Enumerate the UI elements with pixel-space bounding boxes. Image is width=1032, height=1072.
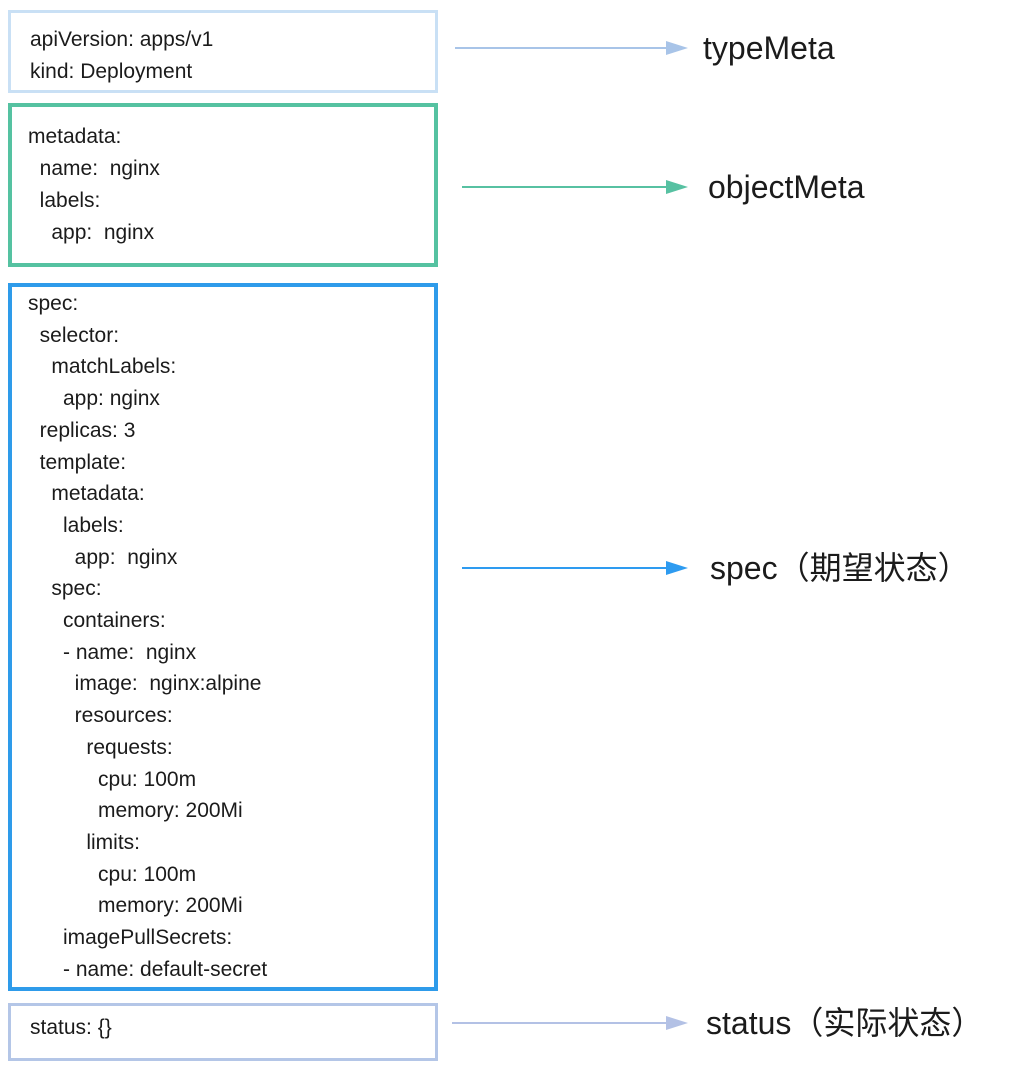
arrow-head-icon — [666, 41, 688, 55]
status-box: status: {} — [8, 1003, 438, 1061]
yaml-line: labels: — [28, 189, 101, 212]
yaml-line: requests: — [28, 735, 173, 759]
yaml-line: memory: 200Mi — [28, 894, 243, 918]
yaml-line: apiVersion: apps/v1 — [30, 28, 214, 51]
spec-arrow-icon — [462, 561, 688, 575]
yaml-line: selector: — [28, 323, 120, 347]
spec-box: spec: selector: matchLabels: app: nginx … — [8, 283, 438, 991]
arrow-head-icon — [666, 1016, 688, 1030]
yaml-line: - name: default-secret — [28, 957, 268, 981]
yaml-line: image: nginx:alpine — [28, 672, 262, 696]
spec-label: spec（期望状态） — [710, 550, 970, 586]
yaml-line: app: nginx — [28, 545, 178, 569]
typemeta-label: typeMeta — [703, 30, 835, 66]
arrow-line — [462, 567, 668, 569]
yaml-line: resources: — [28, 704, 173, 728]
status-arrow-icon — [452, 1016, 688, 1030]
yaml-line: status: {} — [30, 1016, 112, 1039]
yaml-line: kind: Deployment — [30, 60, 193, 83]
yaml-line: app: nginx — [28, 221, 155, 244]
arrow-line — [452, 1022, 668, 1024]
yaml-line: cpu: 100m — [28, 767, 197, 791]
yaml-line: metadata: — [28, 125, 122, 148]
yaml-line: app: nginx — [28, 387, 160, 411]
typemeta-arrow-icon — [455, 41, 688, 55]
yaml-line: replicas: 3 — [28, 418, 136, 442]
yaml-line: limits: — [28, 830, 141, 854]
arrow-head-icon — [666, 561, 688, 575]
status-label: status（实际状态） — [706, 1005, 984, 1041]
objectmeta-label: objectMeta — [708, 169, 865, 205]
yaml-line: matchLabels: — [28, 355, 177, 379]
typemeta-box: apiVersion: apps/v1 kind: Deployment — [8, 10, 438, 93]
yaml-line: metadata: — [28, 482, 145, 506]
yaml-line: cpu: 100m — [28, 862, 197, 886]
arrow-head-icon — [666, 180, 688, 194]
objectmeta-arrow-icon — [462, 180, 688, 194]
yaml-line: name: nginx — [28, 157, 160, 180]
yaml-line: memory: 200Mi — [28, 799, 243, 823]
yaml-line: imagePullSecrets: — [28, 926, 233, 950]
objectmeta-box: metadata: name: nginx labels: app: nginx — [8, 103, 438, 267]
yaml-line: spec: — [28, 577, 102, 601]
yaml-line: template: — [28, 450, 127, 474]
yaml-line: containers: — [28, 609, 166, 633]
yaml-line: - name: nginx — [28, 640, 197, 664]
arrow-line — [462, 186, 668, 188]
yaml-line: labels: — [28, 513, 124, 537]
yaml-line: spec: — [28, 292, 79, 315]
arrow-line — [455, 47, 668, 49]
